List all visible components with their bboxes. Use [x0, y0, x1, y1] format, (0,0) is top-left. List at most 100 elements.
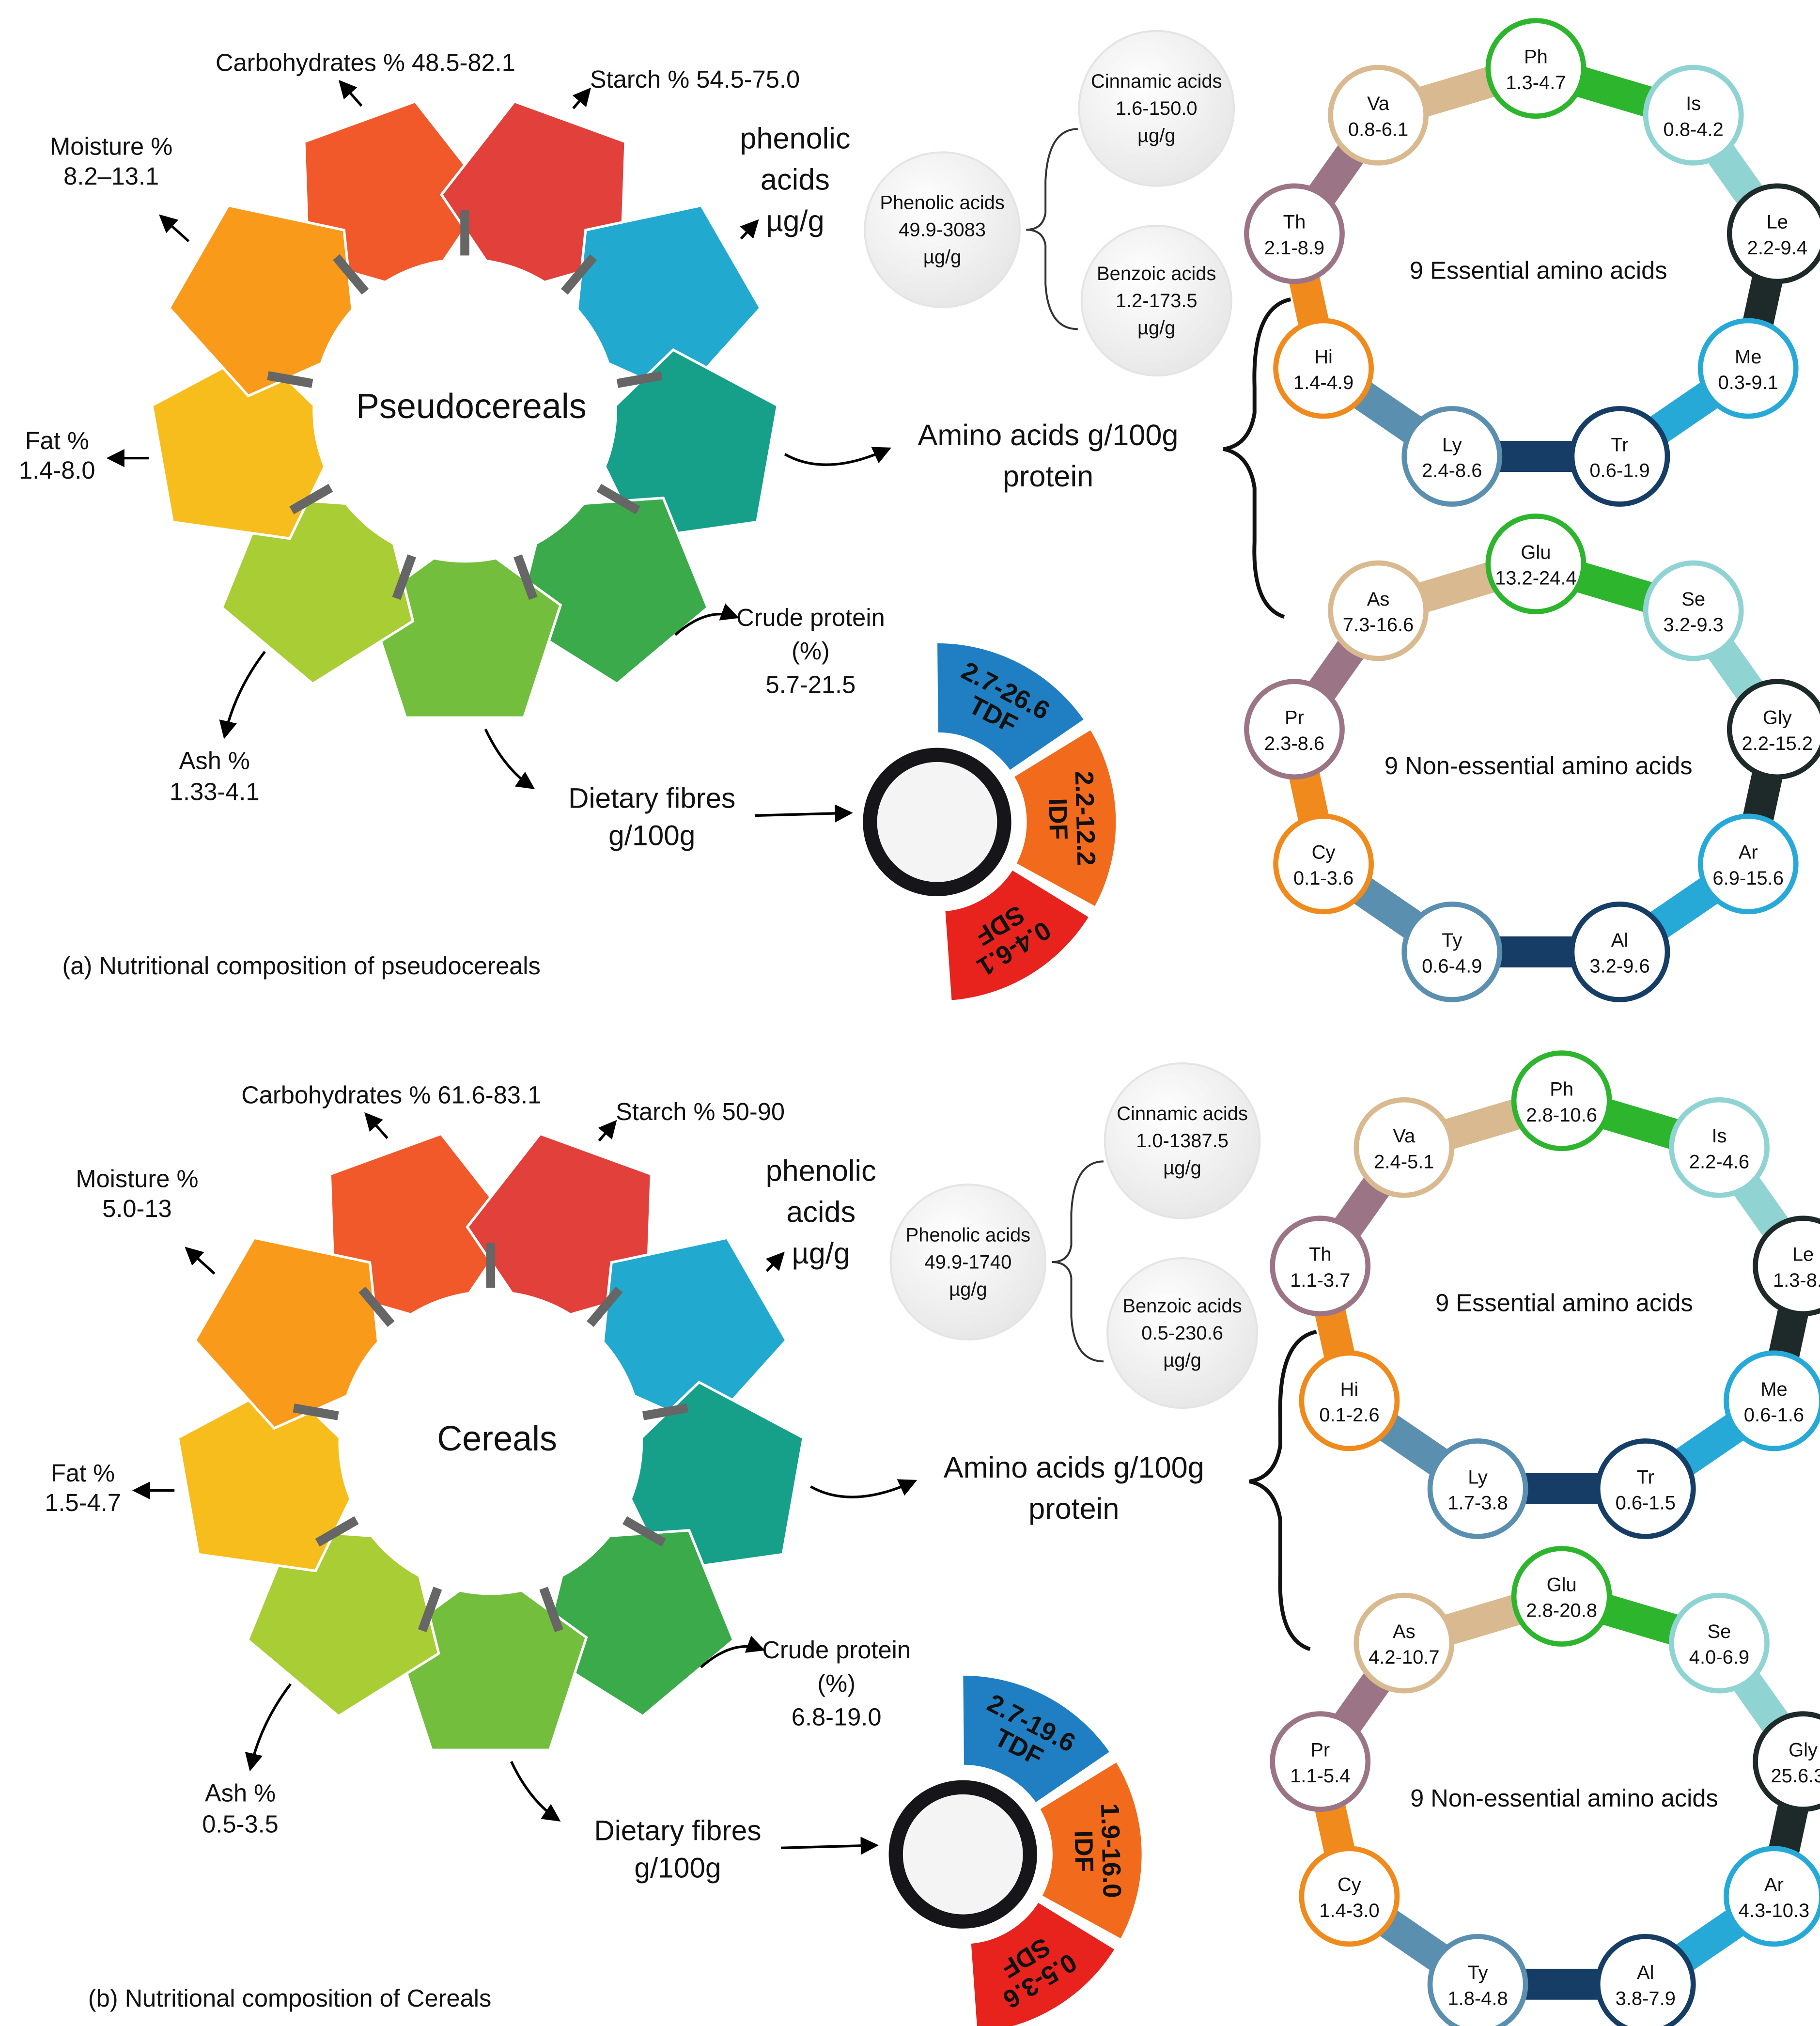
amino-node-le [1727, 183, 1820, 284]
amino-node-ly [1427, 1438, 1528, 1539]
carbohydrates-arrow [338, 79, 363, 107]
idf-segment [1035, 1757, 1146, 1944]
wheel-joint [293, 1403, 339, 1420]
fat-label: Fat %1.5-4.7 [45, 1459, 121, 1516]
idf-segment [1009, 725, 1120, 911]
cinnamic-acids-bubble [1078, 30, 1235, 187]
dietary-fibres-arrow [484, 728, 535, 790]
nonessential-amino-ring-title: 9 Non-essential amino acids [1384, 752, 1693, 779]
amino-node-as [1353, 1592, 1455, 1694]
nonessential-amino-ring: Glu2.8-20.8Se4.0-6.9Gly25.6.31Ar4.3-10.3… [1270, 1546, 1820, 2026]
amino-node-pr [1270, 1711, 1371, 1812]
ash-label: Ash %0.5-3.5 [202, 1779, 279, 1838]
starch-arrow [572, 87, 591, 109]
amino-node-ty [1427, 1933, 1528, 2026]
wheel-joint [560, 254, 597, 295]
amino-node-ar [1724, 1846, 1820, 1947]
amino-node-me [1697, 318, 1799, 419]
wheel-joint [622, 1516, 667, 1547]
carbohydrates-label: Carbohydrates % 48.5-82.1 [216, 49, 515, 77]
fibre-gauge-hub [863, 748, 1011, 896]
idf-label: 2.2-12.2IDF [1042, 771, 1101, 867]
phenolic-acids-total-bubble [889, 1184, 1047, 1340]
amino-node-glu [1511, 1546, 1612, 1647]
crude-protein-arrow [700, 1636, 765, 1668]
panel-caption: (b) Nutritional composition of Cereals [88, 1984, 492, 2012]
fibres-pointer-arrow [755, 804, 853, 823]
phenolic-acids-total-bubble [864, 151, 1021, 308]
essential-amino-ring-title: 9 Essential amino acids [1410, 256, 1667, 284]
amino-acids-arrow [810, 1479, 918, 1498]
amino-node-gly [1753, 1711, 1820, 1812]
phenolic-arrow [765, 1251, 785, 1272]
ash-arrow [219, 651, 266, 739]
amino-node-se [1669, 1592, 1770, 1694]
amino-node-ar [1697, 813, 1799, 915]
moisture-arrow [159, 214, 190, 243]
amino-node-hi [1299, 1350, 1400, 1451]
phenolic-brace [1026, 128, 1078, 330]
amino-node-ty [1401, 901, 1503, 1002]
wheel-joint [267, 371, 313, 388]
idf-label: 1.9-16.0IDF [1068, 1803, 1126, 1899]
amino-node-va [1353, 1097, 1455, 1198]
nonessential-amino-ring-title: 9 Non-essential amino acids [1410, 1784, 1718, 1812]
wheel-joint [332, 254, 369, 295]
wheel-segment-moisture [168, 204, 358, 398]
fibre-gauge-hub [888, 1780, 1037, 1929]
amino-node-al [1595, 1933, 1696, 2026]
phenolic-brace [1052, 1160, 1104, 1363]
amino-node-ly [1401, 406, 1503, 507]
amino-node-cy [1273, 813, 1374, 915]
amino-node-le [1753, 1216, 1820, 1317]
wheel-segment-moisture [193, 1236, 384, 1430]
wheel-joint [642, 1403, 689, 1420]
moisture-arrow [185, 1247, 216, 1275]
tdf-segment [959, 1671, 1115, 1808]
crude-protein-label: Crude protein(%)5.7-21.5 [736, 604, 885, 699]
center-label: Cereals [437, 1419, 557, 1458]
wheel-joint [358, 1286, 395, 1327]
wheel-hole [312, 258, 617, 563]
wheel-joint [513, 554, 538, 600]
cinnamic-acids-bubble [1104, 1062, 1261, 1219]
essential-amino-ring: Ph2.8-10.6Is2.2-4.6Le1.3-8.9Me0.6-1.6Tr0… [1270, 1050, 1820, 1539]
amino-node-as [1328, 560, 1429, 661]
benzoic-acids-bubble [1080, 225, 1232, 377]
ash-arrow [245, 1683, 292, 1772]
amino-acids-brace [1223, 297, 1291, 619]
sdf-segment [941, 865, 1094, 1005]
carbohydrates-label: Carbohydrates % 61.6-83.1 [241, 1081, 541, 1108]
fibres-pointer-arrow [781, 1837, 879, 1855]
amino-node-pr [1244, 679, 1345, 780]
composition-wheel [150, 100, 779, 719]
amino-node-glu [1485, 514, 1587, 614]
